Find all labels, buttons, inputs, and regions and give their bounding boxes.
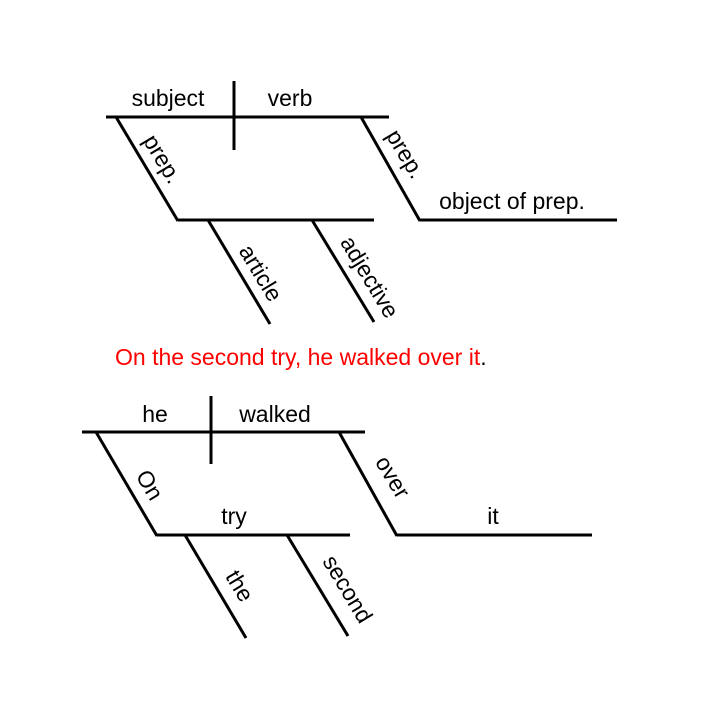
- template-article-slant: [206, 219, 272, 325]
- diagram-adjective-slant-second: [285, 534, 350, 637]
- template-verb-label: verb: [268, 85, 313, 111]
- diagram-prep-over-label: over: [370, 451, 416, 503]
- template-prep-right-label: prep.: [381, 125, 430, 183]
- diagram-prep-slant-on: [94, 431, 159, 537]
- diagram-object-try-label: try: [221, 503, 247, 529]
- diagram-subject-label: he: [142, 401, 168, 427]
- template-prep-slant-right: [359, 116, 422, 222]
- diagram-article-slant-the: [183, 534, 248, 639]
- template-prep-left-label: prep.: [138, 130, 187, 188]
- template-diagram: subject verb prep. prep. object of prep.…: [106, 81, 617, 325]
- template-prep-slant-left: [114, 116, 180, 222]
- sentence-text: On the second try, he walked over it.: [115, 344, 487, 370]
- diagram-verb-label: walked: [238, 401, 311, 427]
- sentence-red-part: On the second try, he walked over it: [115, 344, 481, 370]
- template-adjective-slant: [310, 219, 376, 323]
- template-object-of-prep-label: object of prep.: [439, 188, 585, 214]
- sentence-period: .: [480, 344, 486, 370]
- example-sentence: On the second try, he walked over it.: [115, 344, 487, 370]
- template-article-label: article: [234, 240, 288, 306]
- diagram-object-it-label: it: [487, 503, 499, 529]
- template-subject-label: subject: [132, 85, 205, 111]
- diagram-article-the-label: the: [220, 565, 259, 606]
- diagrammed-sentence: he walked On try the second over it: [82, 396, 592, 639]
- diagram-prep-slant-over: [337, 431, 399, 537]
- diagram-adjective-second-label: second: [318, 550, 378, 627]
